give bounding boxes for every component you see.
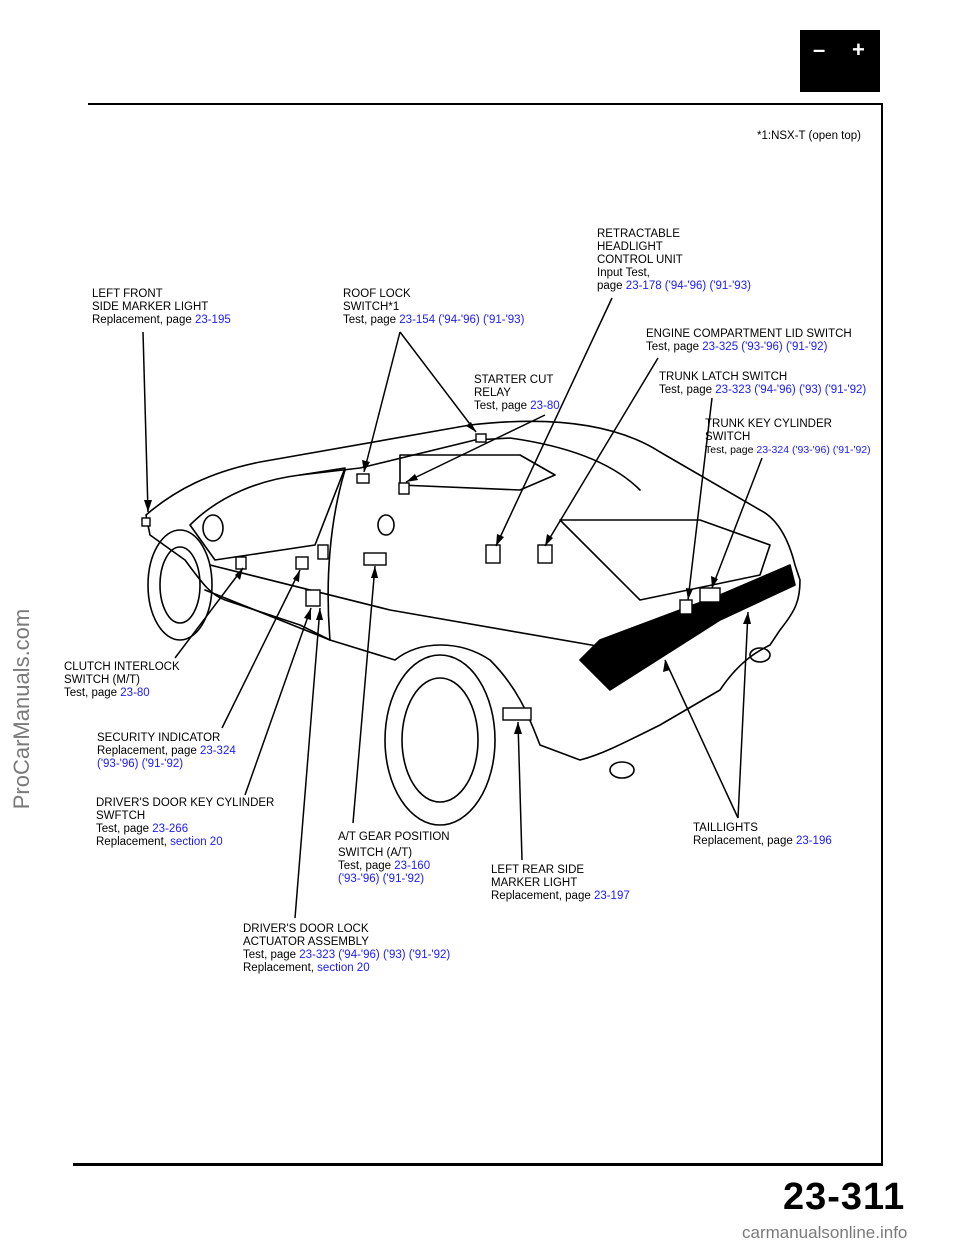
car-body-outline [145, 420, 801, 761]
frame-bottom-rule [73, 1163, 883, 1166]
battery-plus: + [852, 37, 865, 62]
side-sill [204, 589, 331, 641]
engine-lid-switch-part [537, 544, 553, 564]
page-link[interactable]: 23-325 ('93-'96) ('91-'92) [702, 341, 828, 353]
battery-icon: – + [800, 30, 880, 92]
page-link[interactable]: 23-196 [795, 835, 832, 847]
page-number: 23-311 [783, 1176, 906, 1218]
page-link-years[interactable]: ('93-'96) ('91-'92) [338, 873, 425, 885]
headlight-unit-part [485, 544, 501, 564]
callout-security-indicator: SECURITY INDICATOR Replacement, page 23-… [97, 732, 236, 770]
battery-minus: – [813, 37, 826, 62]
rear-mirror [377, 514, 395, 536]
front-wheel [147, 529, 213, 641]
frame-right-rule [881, 103, 883, 1163]
front-marker-part [141, 517, 151, 527]
taillight-bar [579, 564, 796, 691]
page-link[interactable]: 23-178 ('94-'96) ('91-'93) [625, 280, 751, 292]
door-key-part [305, 589, 321, 607]
rear-wheel [384, 654, 496, 826]
rear-glass [399, 454, 556, 491]
clutch-switch-part [235, 556, 247, 570]
callout-engine-compartment-lid-switch: ENGINE COMPARTMENT LID SWITCH Test, page… [646, 328, 852, 353]
roof-lock-switch-part-2 [356, 473, 370, 484]
page-link[interactable]: 23-80 [530, 400, 560, 412]
callout-roof-lock-switch: ROOF LOCK SWITCH*1 Test, page 23-154 ('9… [343, 288, 525, 326]
page-link[interactable]: 23-154 ('94-'96) ('91-'93) [399, 314, 525, 326]
roof-line [299, 437, 641, 491]
windshield [189, 467, 346, 561]
body-crease [209, 564, 621, 651]
exhaust-left [609, 761, 635, 779]
trunk-latch-part [679, 599, 693, 615]
page-link[interactable]: 23-80 [120, 687, 150, 699]
page-link[interactable]: 23-323 ('94-'96) ('93) ('91-'92) [299, 949, 451, 961]
page-link[interactable]: 23-197 [593, 890, 630, 902]
footnote: *1:NSX-T (open top) [757, 130, 861, 142]
callout-left-rear-side-marker-light: LEFT REAR SIDE MARKER LIGHT Replacement,… [491, 864, 630, 902]
at-gear-switch-part [363, 552, 387, 566]
rear-wheel-inner [401, 677, 479, 803]
trunk-key-part [699, 587, 721, 603]
rear-marker-part [502, 707, 532, 721]
page-link[interactable]: 23-266 [152, 823, 189, 835]
section-link[interactable]: section 20 [170, 836, 223, 848]
page-link[interactable]: 23-323 ('94-'96) ('93) ('91-'92) [715, 384, 867, 396]
front-wheel-inner [159, 546, 201, 624]
door-handle-part [317, 544, 329, 560]
page-link[interactable]: 23-195 [194, 314, 231, 326]
side-mirror [202, 514, 224, 542]
callout-left-front-side-marker-light: LEFT FRONT SIDE MARKER LIGHT Replacement… [92, 288, 231, 326]
frame-top-rule [88, 103, 883, 105]
door-line [327, 469, 346, 641]
trunk-lid [559, 519, 771, 601]
callout-retractable-headlight-control-unit: RETRACTABLE HEADLIGHT CONTROL UNIT Input… [597, 228, 751, 292]
page-link-years[interactable]: ('93-'96) ('91-'92) [97, 758, 184, 770]
callout-drivers-door-key-cylinder-switch: DRIVER'S DOOR KEY CYLINDER SWFTCH Test, … [96, 797, 275, 848]
page-link[interactable]: 23-324 ('93-'96) ('91-'92) [756, 444, 871, 456]
callout-clutch-interlock-switch: CLUTCH INTERLOCK SWITCH (M/T) Test, page… [64, 661, 180, 699]
page-link[interactable]: 23-160 [394, 860, 431, 872]
starter-relay-part [398, 482, 410, 495]
page-link[interactable]: 23-324 [199, 745, 236, 757]
bottom-watermark: carmanualsonline.info [742, 1223, 908, 1242]
exhaust-right [749, 647, 771, 663]
callout-trunk-key-cylinder-switch: TRUNK KEY CYLINDER SWITCH Test, page 23-… [705, 418, 871, 456]
security-indicator-part [295, 556, 309, 570]
callout-trunk-latch-switch: TRUNK LATCH SWITCH Test, page 23-323 ('9… [659, 371, 867, 396]
callout-drivers-door-lock-actuator: DRIVER'S DOOR LOCK ACTUATOR ASSEMBLY Tes… [243, 923, 451, 974]
callout-starter-cut-relay: STARTER CUT RELAY Test, page 23-80 [474, 374, 560, 412]
section-link[interactable]: section 20 [317, 962, 370, 974]
roof-lock-switch-part [475, 433, 487, 443]
callout-taillights: TAILLIGHTS Replacement, page 23-196 [693, 822, 832, 847]
callout-at-gear-position-switch: A/T GEAR POSITION SWITCH (A/T) Test, pag… [338, 831, 450, 885]
